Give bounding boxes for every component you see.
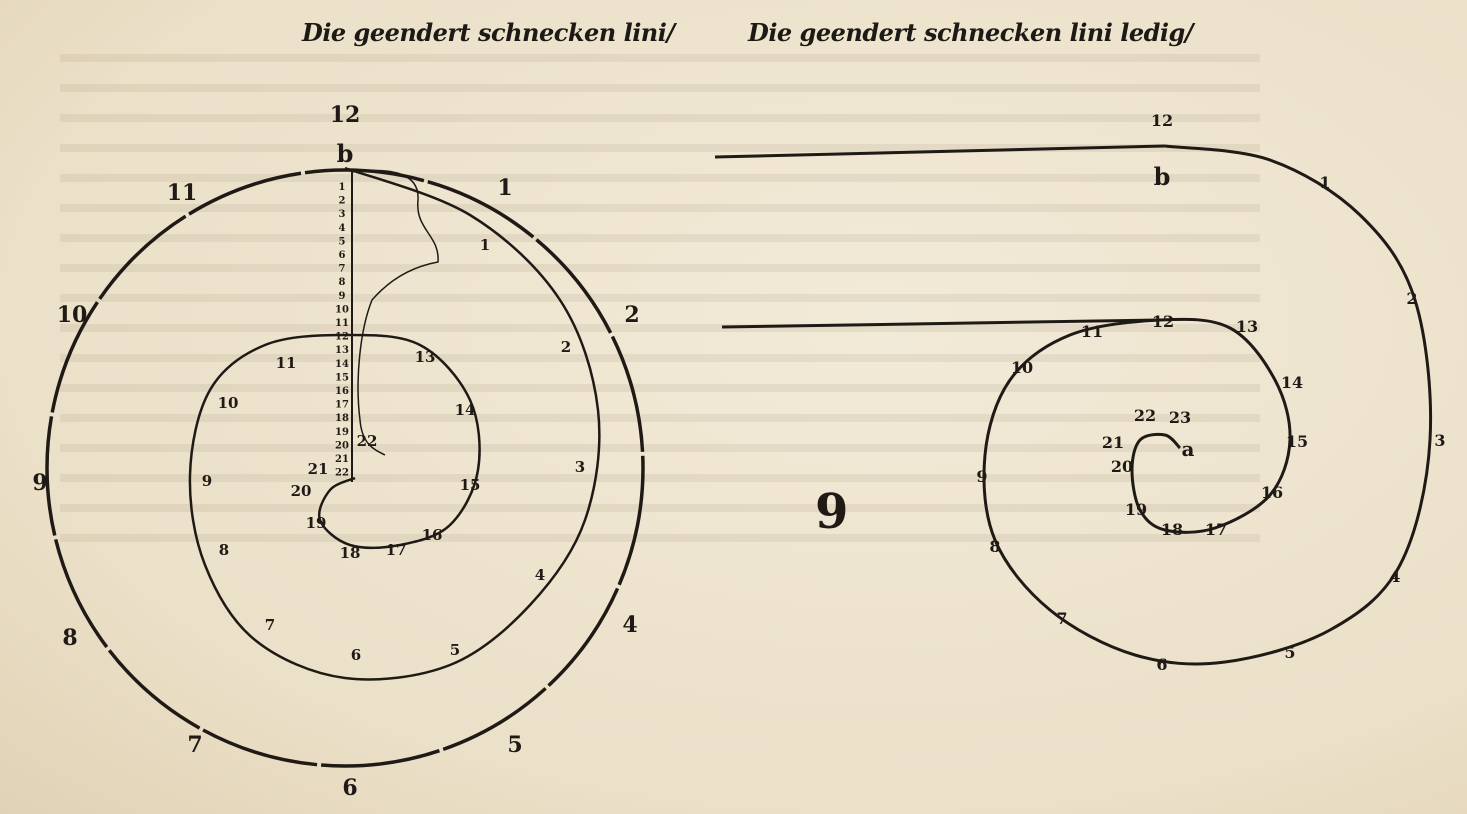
outer-label: 6: [342, 775, 357, 801]
scale-label: 12: [335, 332, 349, 343]
point-b-label: b: [1154, 162, 1171, 191]
spiral-label: 13: [1236, 317, 1258, 336]
spiral-label: 20: [1111, 457, 1133, 476]
left-spiral-figure: 12345678910111213141516171819202122b1212…: [32, 102, 645, 801]
tangent-line-top: [714, 144, 1166, 159]
spiral-label: 7: [265, 616, 275, 634]
point-b-label: b: [337, 139, 354, 168]
outer-label: 10: [57, 302, 88, 328]
outer-label: 5: [507, 732, 522, 758]
spiral-label: 11: [276, 354, 297, 372]
scale-label: 14: [335, 359, 349, 370]
spiral-line: [188, 166, 601, 681]
outer-label: 9: [32, 470, 47, 496]
spiral-label: 2: [1406, 289, 1417, 308]
scale-label: 10: [335, 304, 349, 315]
spiral-label: 6: [351, 646, 361, 664]
spiral-line-free: [982, 144, 1433, 666]
scale-label: 1: [339, 182, 346, 193]
spiral-label: 17: [1205, 520, 1227, 539]
signature-mark: 9: [815, 484, 848, 540]
spiral-label: 19: [306, 514, 327, 532]
scale-label: 2: [339, 196, 346, 207]
spiral-label: 1: [1319, 173, 1330, 192]
spiral-label: 18: [1161, 520, 1183, 539]
outer-label: 2: [624, 302, 639, 328]
spiral-label: 22: [357, 432, 378, 450]
spiral-label: 18: [340, 544, 361, 562]
spiral-label: 3: [575, 458, 585, 476]
scale-label: 15: [335, 372, 349, 383]
spiral-label: 9: [976, 467, 987, 486]
spiral-label: 21: [308, 460, 329, 478]
bleed-through-text: [60, 40, 1260, 560]
spiral-label: 9: [202, 472, 212, 490]
spiral-label: 2: [561, 338, 571, 356]
scale-label: 7: [339, 264, 346, 275]
scale-label: 17: [335, 400, 349, 411]
spiral-label: 14: [1281, 373, 1303, 392]
spiral-label: 8: [219, 541, 229, 559]
spiral-label: 7: [1056, 609, 1067, 628]
spiral-label: 16: [422, 526, 443, 544]
outer-label: 1: [497, 175, 512, 201]
spiral-label: 21: [1102, 433, 1124, 452]
center-a-label: a: [1182, 437, 1195, 461]
scale-label: 18: [335, 413, 349, 424]
spiral-label: 17: [386, 541, 407, 559]
spiral-label: 13: [415, 348, 436, 366]
outer-label: 4: [622, 612, 637, 638]
scale-label: 22: [335, 468, 349, 479]
spiral-label: 6: [1156, 655, 1167, 674]
spiral-label: 4: [535, 566, 545, 584]
spiral-label: 4: [1389, 567, 1400, 586]
spiral-label: 22: [1134, 406, 1156, 425]
spiral-label: 20: [291, 482, 312, 500]
spiral-label: 5: [450, 641, 460, 659]
scale-label: 16: [335, 386, 349, 397]
outer-label: 12: [330, 102, 361, 128]
spiral-label: 8: [989, 537, 1000, 556]
scale-label: 20: [335, 440, 349, 451]
scale-label: 13: [335, 345, 349, 356]
spiral-label: 23: [1169, 408, 1191, 427]
scale-label: 19: [335, 427, 349, 438]
caption-left: Die geendert schnecken lini/: [302, 18, 675, 47]
gauge-curve: [351, 169, 439, 456]
spiral-label: 10: [218, 394, 239, 412]
spiral-label: 14: [455, 401, 476, 419]
spiral-label: 5: [1284, 643, 1295, 662]
outer-label: 7: [187, 732, 202, 758]
tangent-line-inner: [721, 318, 1161, 329]
outer-circle: [45, 168, 645, 768]
caption-right: Die geendert schnecken lini ledig/: [748, 18, 1194, 47]
scale-label: 11: [335, 318, 349, 329]
outer-label: 11: [167, 180, 198, 206]
scale-label: 6: [339, 250, 346, 261]
scale-label: 21: [335, 454, 349, 465]
scale-label: 9: [339, 291, 346, 302]
scale-label: 4: [339, 223, 346, 234]
scale-label: 8: [339, 277, 346, 288]
spiral-label: 15: [460, 476, 481, 494]
scale-label: 5: [339, 236, 346, 247]
spiral-label: 11: [1081, 322, 1103, 341]
scale-label: 3: [339, 209, 346, 220]
spiral-label: 12: [1151, 111, 1173, 130]
spiral-label: 19: [1125, 500, 1147, 519]
spiral-label: 1: [480, 236, 490, 254]
outer-label: 8: [62, 625, 77, 651]
spiral-label: 3: [1434, 431, 1445, 450]
spiral-label: 15: [1286, 432, 1308, 451]
spiral-label: 12: [1152, 312, 1174, 331]
spiral-label: 10: [1011, 358, 1033, 377]
spiral-label: 16: [1261, 483, 1283, 502]
